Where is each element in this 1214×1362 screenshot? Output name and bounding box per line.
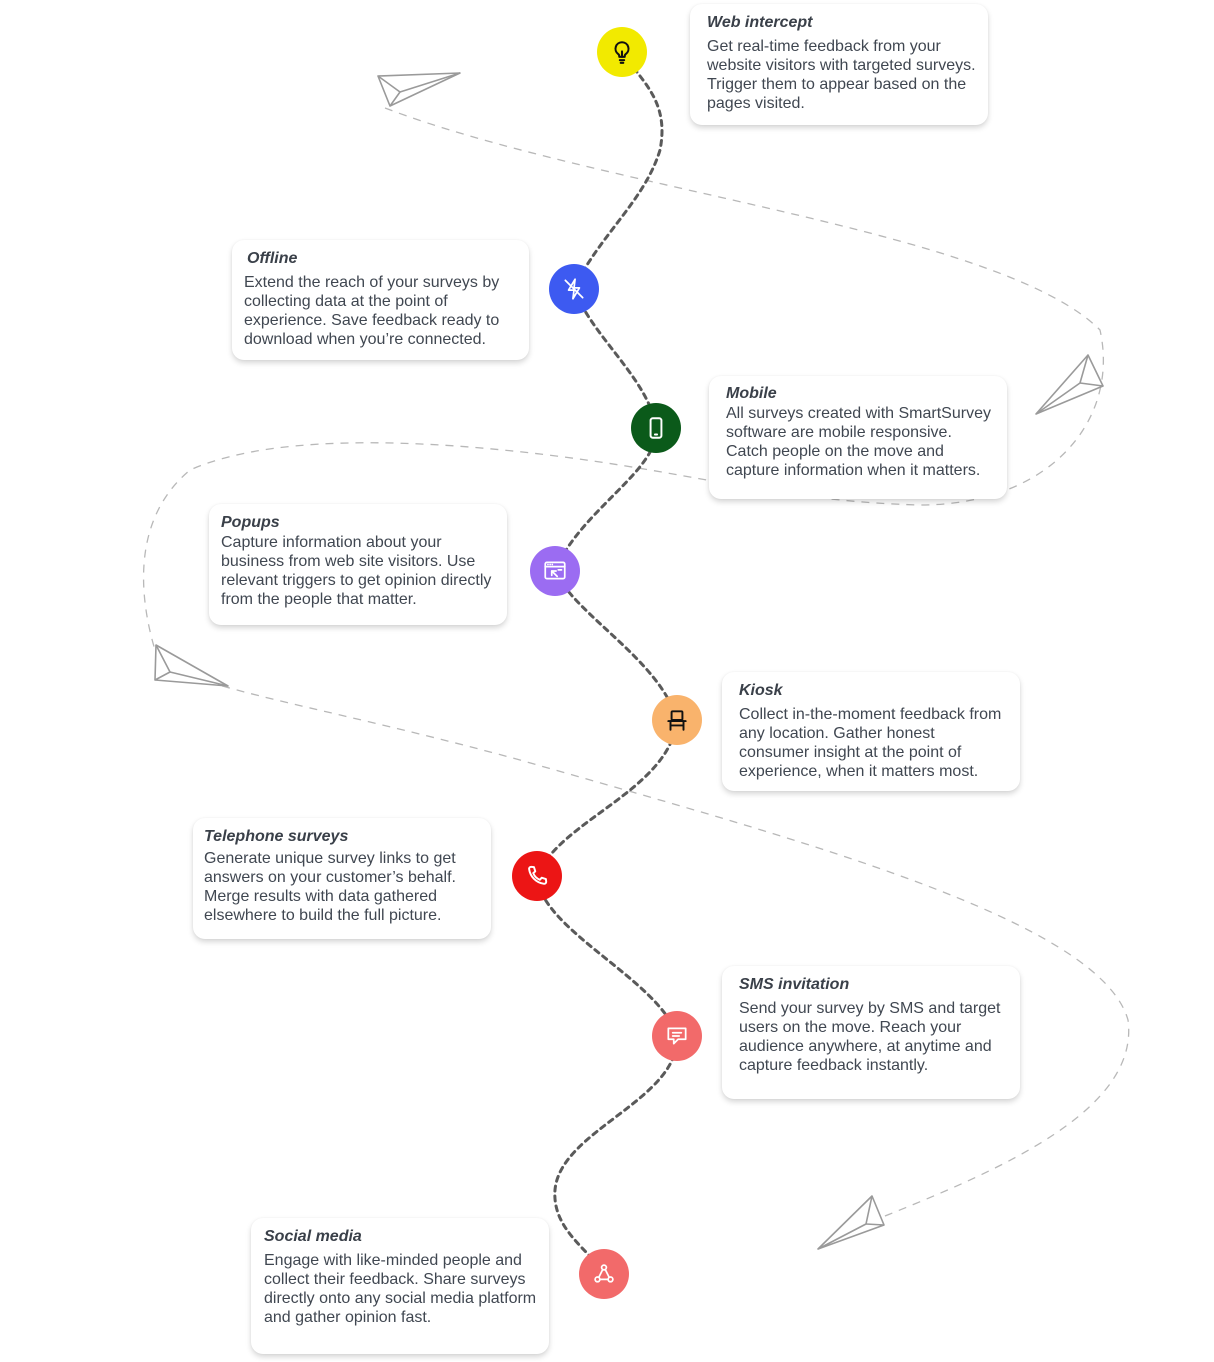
lightbulb-icon xyxy=(614,41,630,64)
card-social-media: Social media Engage with like-minded peo… xyxy=(251,1218,549,1354)
card-title: Popups xyxy=(221,514,280,531)
card-telephone-surveys: Telephone surveys Generate unique survey… xyxy=(193,818,491,939)
mobile-icon xyxy=(649,417,663,439)
phone-icon xyxy=(528,865,548,885)
card-title: Offline xyxy=(247,250,298,267)
card-sms-invitation: SMS invitation Send your survey by SMS a… xyxy=(722,966,1020,1099)
card-kiosk: Kiosk Collect in-the-moment feedback fro… xyxy=(722,672,1020,791)
card-description: Generate unique survey links to get answ… xyxy=(204,850,456,924)
paper-plane-icon xyxy=(1035,354,1104,415)
card-mobile: Mobile All surveys created with SmartSur… xyxy=(709,376,1007,499)
card-description: Capture information about your business … xyxy=(221,534,492,608)
popup-icon xyxy=(544,561,566,580)
card-title: Telephone surveys xyxy=(204,828,349,845)
kiosk-icon xyxy=(667,710,687,731)
card-title: Social media xyxy=(264,1228,362,1245)
node-sms-invitation xyxy=(652,1011,702,1061)
node-popups xyxy=(530,546,580,596)
node-telephone-surveys xyxy=(512,851,562,901)
node-mobile xyxy=(631,403,681,453)
offline-icon xyxy=(564,278,584,300)
card-description: Get real-time feedback from your website… xyxy=(707,38,976,112)
node-offline xyxy=(549,264,599,314)
card-description: Collect in-the-moment feedback from any … xyxy=(739,706,1002,780)
card-title: Kiosk xyxy=(739,682,783,699)
node-kiosk xyxy=(652,695,702,745)
card-popups: Popups Capture information about your bu… xyxy=(209,504,507,625)
flight-path xyxy=(142,107,1130,1219)
card-offline: Offline Extend the reach of your surveys… xyxy=(232,240,529,360)
card-description: All surveys created with SmartSurvey sof… xyxy=(726,405,991,479)
card-description: Send your survey by SMS and target users… xyxy=(739,1000,1001,1074)
card-title: SMS invitation xyxy=(739,976,850,993)
chat-icon xyxy=(667,1027,687,1045)
node-web-intercept xyxy=(597,27,647,77)
card-title: Web intercept xyxy=(707,14,813,31)
card-description: Extend the reach of your surveys by coll… xyxy=(244,274,500,348)
node-social-media xyxy=(579,1249,629,1299)
card-title: Mobile xyxy=(726,385,777,402)
card-description: Engage with like-minded people and colle… xyxy=(264,1252,537,1326)
steps-path xyxy=(535,50,679,1276)
paper-plane-icon xyxy=(377,72,461,107)
share-icon xyxy=(594,1264,614,1283)
card-web-intercept: Web intercept Get real-time feedback fro… xyxy=(690,4,988,125)
paper-plane-icon xyxy=(817,1195,885,1250)
paper-plane-icon xyxy=(154,644,229,687)
